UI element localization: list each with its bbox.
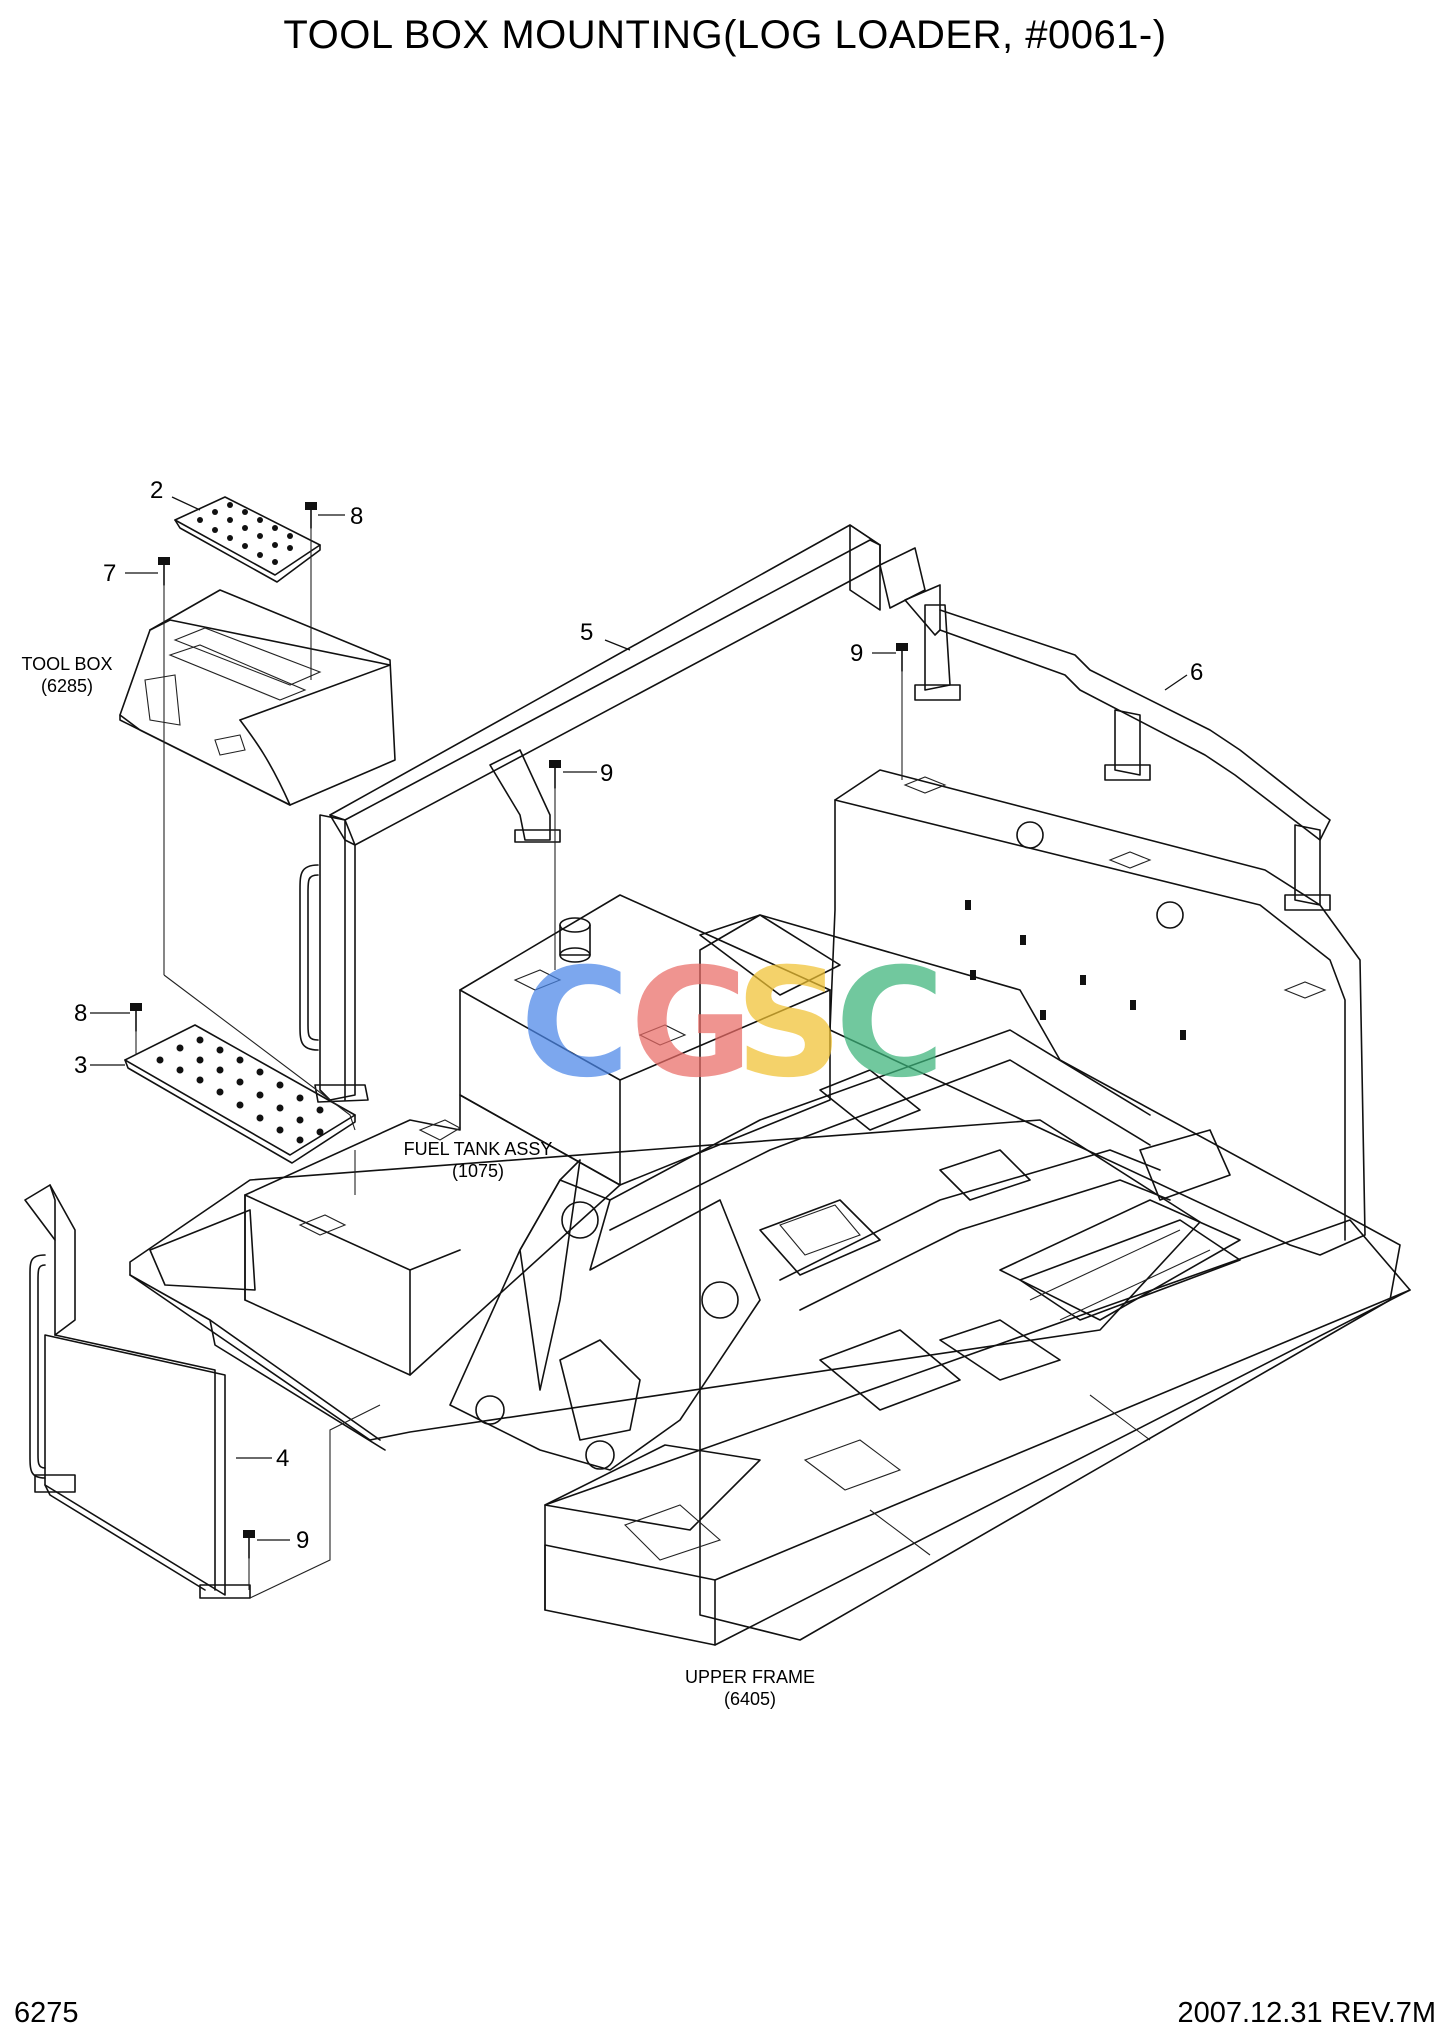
callout-8-lower: 8 [74,1000,87,1027]
callout-7: 7 [103,560,116,587]
callout-9-right: 9 [850,640,863,667]
callout-9-lower: 9 [296,1527,309,1554]
leader-lines [90,496,1188,1541]
step-plate-3-drawing [124,1024,356,1164]
page-title: TOOL BOX MOUNTING(LOG LOADER, #0061-) [283,13,1166,57]
counterweight-drawing [829,769,1366,1256]
watermark-logo: C G S C [520,937,945,1111]
fuel-tank-ref: (1075) [452,1161,504,1181]
callout-3: 3 [74,1052,87,1079]
callout-numbers: 2 8 7 5 9 6 9 8 3 4 9 [74,477,1203,1554]
callout-9-center: 9 [600,760,613,787]
tool-box-label: TOOL BOX [21,654,112,674]
handrail-4-drawing [24,1184,251,1599]
upper-frame-drawing [129,914,1411,1646]
bolt-8-top [305,502,317,529]
revision-label: 2007.12.31 REV.7M [1177,1997,1436,2029]
handrail-6-drawing [904,584,1331,911]
handrail-5-drawing [299,524,926,1103]
callout-5: 5 [580,619,593,646]
watermark-letter-s: S [735,937,843,1111]
callout-2: 2 [150,477,163,504]
upper-frame-ref: (6405) [724,1689,776,1709]
watermark-letter-c2: C [835,937,945,1111]
tool-box-drawing [119,589,396,806]
bolt-8-lower [130,1003,142,1032]
fuel-tank-label: FUEL TANK ASSY [404,1139,553,1159]
callout-4: 4 [276,1445,289,1472]
page-number: 6275 [14,1997,79,2029]
bolt-9-right [896,643,908,672]
assembly-lines [135,528,903,1599]
watermark-letter-g: G [630,937,753,1111]
step-plate-2-drawing [174,496,321,583]
fuel-tank-drawing [244,894,831,1376]
bolt-7 [158,557,170,586]
bolt-9-center [549,760,561,789]
tool-box-ref: (6285) [41,676,93,696]
part-labels: TOOL BOX (6285) FUEL TANK ASSY (1075) UP… [21,654,815,1709]
callout-6: 6 [1190,659,1203,686]
watermark-letter-c1: C [520,937,630,1111]
callout-8-top: 8 [350,503,363,530]
upper-frame-label: UPPER FRAME [685,1667,815,1687]
bolt-9-lower [243,1530,255,1559]
